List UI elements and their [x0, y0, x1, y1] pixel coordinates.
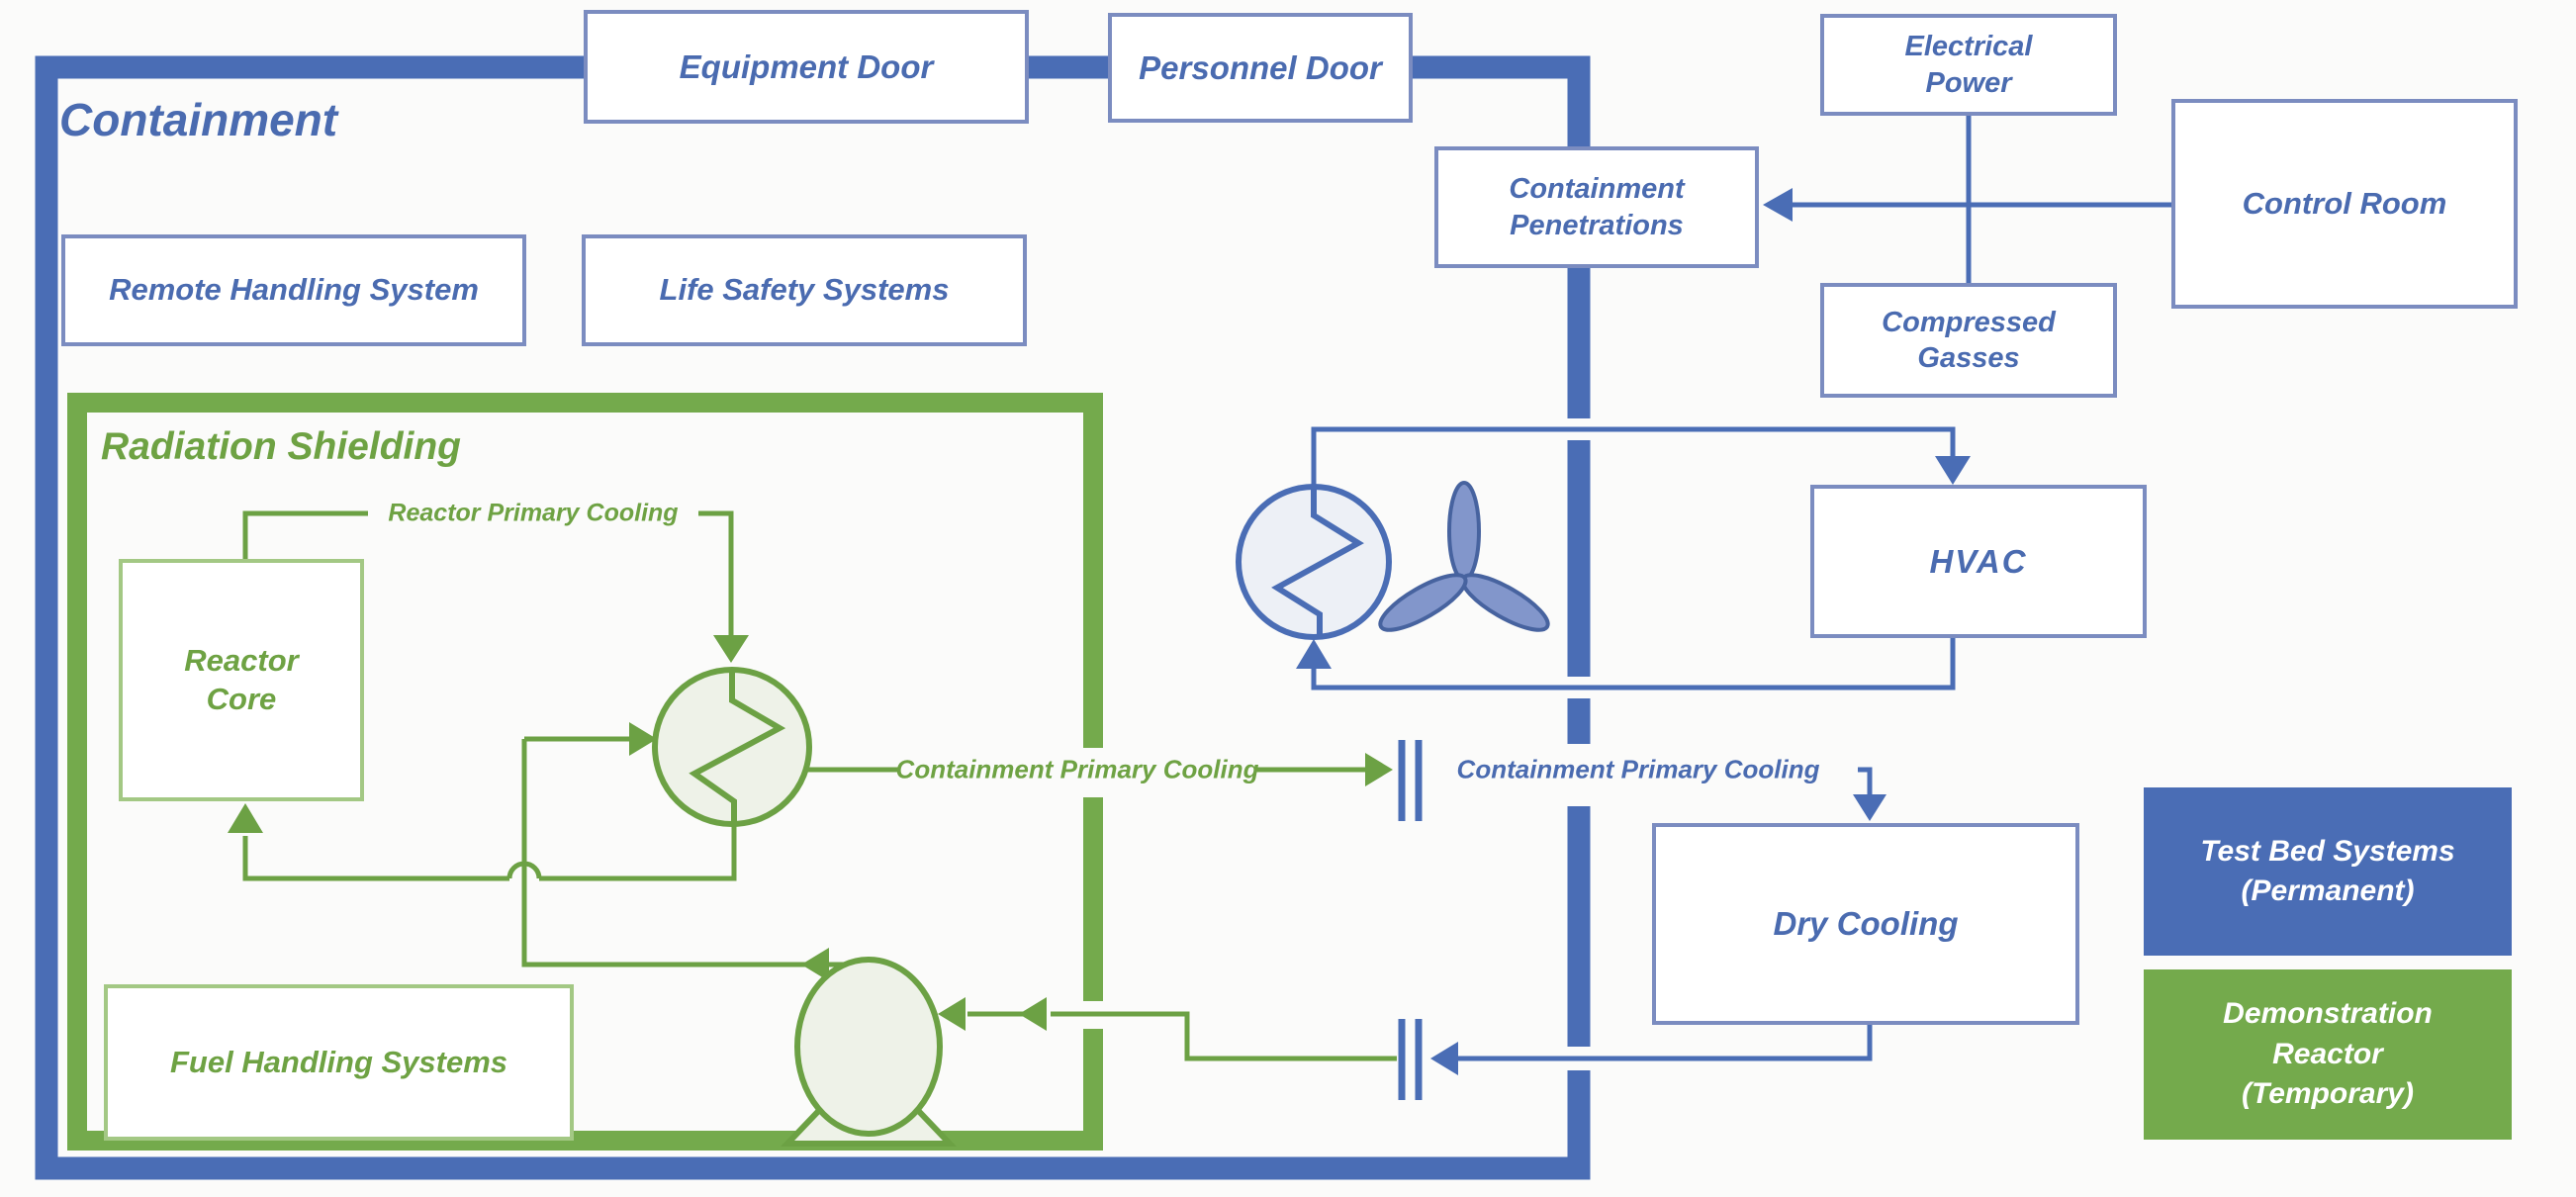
- personnel-door-label: Personnel Door: [1139, 48, 1382, 86]
- legend-test-bed-line1: Test Bed Systems: [2200, 834, 2455, 868]
- containment-primary-loop-inside: [521, 722, 1397, 1061]
- legend-demo-reactor-line2: Reactor: [2272, 1037, 2383, 1070]
- reactor-core-box: Reactor Core: [119, 559, 364, 801]
- equipment-door-label: Equipment Door: [679, 47, 934, 85]
- dry-cooling-box: Dry Cooling: [1652, 823, 2079, 1025]
- legend-test-bed-systems: Test Bed Systems (Permanent): [2144, 787, 2512, 956]
- heat-exchanger-symbol-green: [652, 667, 812, 827]
- containment-primary-cooling-label-outside: Containment Primary Cooling: [1456, 754, 1820, 784]
- life-safety-systems-box: Life Safety Systems: [582, 234, 1027, 346]
- containment-penetrations-label-line2: Penetrations: [1510, 209, 1684, 241]
- containment-label: Containment: [59, 94, 338, 145]
- reactor-primary-loop: [228, 510, 749, 881]
- hvac-label: HVAC: [1929, 542, 2028, 580]
- electrical-power-label-line2: Power: [1925, 66, 2012, 99]
- containment-penetrations-box: Containment Penetrations: [1434, 146, 1759, 268]
- radiation-shielding-label: Radiation Shielding: [101, 425, 462, 468]
- legend-demo-reactor-line3: (Temporary): [2242, 1077, 2414, 1111]
- compressed-gasses-label-line2: Gasses: [1917, 342, 2020, 374]
- hvac-box: HVAC: [1810, 485, 2147, 638]
- legend-demo-reactor-line1: Demonstration: [2223, 997, 2433, 1031]
- legend-demonstration-reactor: Demonstration Reactor (Temporary): [2144, 969, 2512, 1140]
- penetration-symbol-lower: [1398, 1019, 1423, 1100]
- control-room-to-penetrations-arrow: [1763, 188, 2171, 222]
- compressed-gasses-box: Compressed Gasses: [1820, 283, 2117, 398]
- penetration-symbol-upper: [1398, 740, 1423, 821]
- dry-cooling-connections: [1430, 767, 1886, 1075]
- reactor-core-label-line1: Reactor: [184, 642, 299, 678]
- personnel-door-box: Personnel Door: [1108, 13, 1413, 123]
- pump-symbol: [780, 957, 958, 1147]
- electrical-power-box: Electrical Power: [1820, 14, 2117, 116]
- heat-exchanger-symbol-blue: [1236, 484, 1392, 640]
- control-room-label: Control Room: [2242, 185, 2447, 221]
- dry-cooling-label: Dry Cooling: [1773, 905, 1959, 943]
- fan-symbol: [1378, 481, 1550, 632]
- hvac-cooling-loop: [1236, 426, 1971, 691]
- reactor-core-label-line2: Core: [206, 681, 277, 716]
- reactor-primary-cooling-label: Reactor Primary Cooling: [388, 499, 679, 527]
- electrical-power-label-line1: Electrical: [1904, 31, 2033, 63]
- fuel-handling-systems-box: Fuel Handling Systems: [104, 984, 574, 1141]
- containment-primary-cooling-label-inside: Containment Primary Cooling: [895, 754, 1259, 784]
- life-safety-systems-label: Life Safety Systems: [659, 272, 950, 308]
- fuel-handling-systems-label: Fuel Handling Systems: [169, 1044, 508, 1079]
- legend-test-bed-line2: (Permanent): [2241, 875, 2415, 907]
- containment-penetrations-label-line1: Containment: [1509, 173, 1685, 206]
- remote-handling-system-label: Remote Handling System: [109, 272, 479, 308]
- equipment-door-box: Equipment Door: [584, 10, 1029, 124]
- control-room-box: Control Room: [2171, 99, 2518, 309]
- compressed-gasses-label-line1: Compressed: [1882, 306, 2056, 338]
- remote-handling-system-box: Remote Handling System: [61, 234, 526, 346]
